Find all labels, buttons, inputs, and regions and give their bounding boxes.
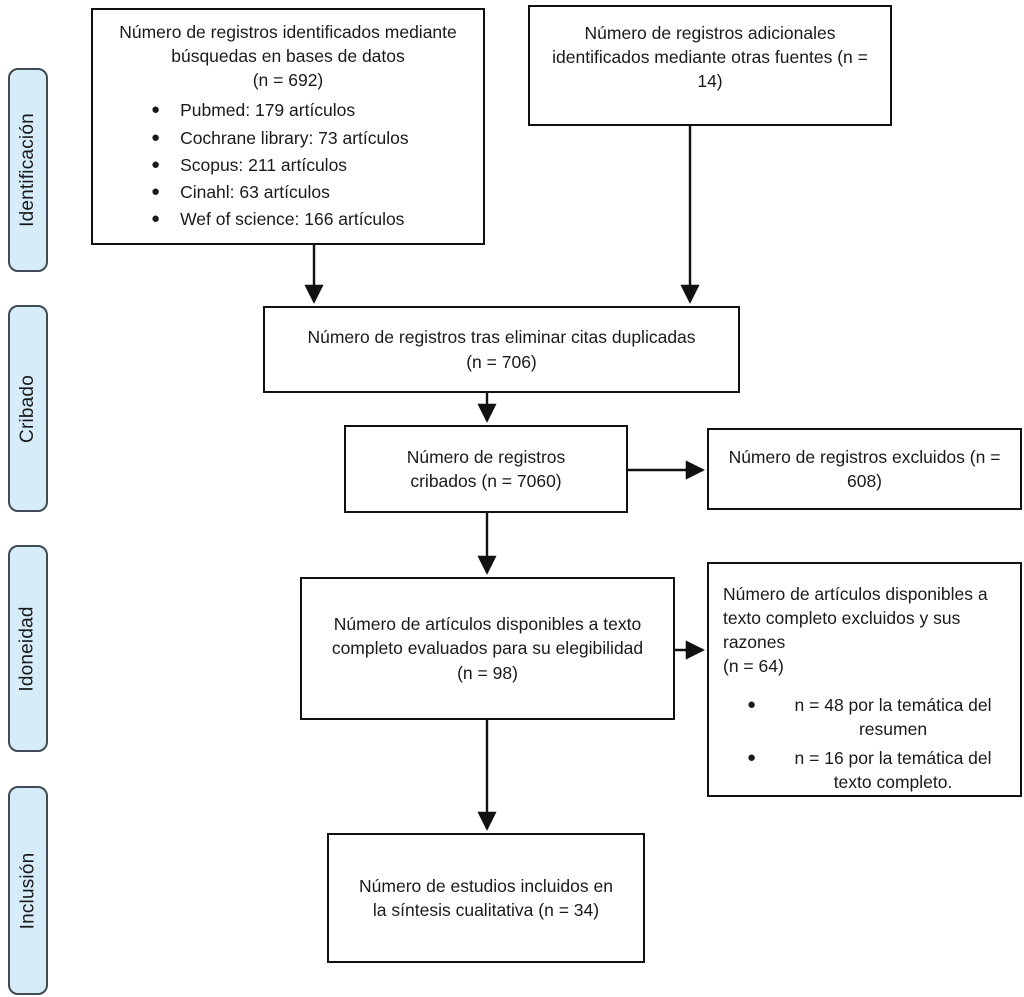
box-text: Número de registros excluidos (n = 608) — [728, 446, 1001, 491]
box-title: Número de registros identificados median… — [119, 22, 457, 67]
bullet-text: Cinahl: 63 artículos — [180, 181, 330, 202]
bullet-text: Wef of science: 166 artículos — [180, 208, 405, 229]
bullet-icon: ● — [151, 155, 161, 173]
stage-cribado: Cribado — [8, 305, 48, 512]
box-records-identified-databases: Número de registros identificados median… — [91, 8, 485, 245]
box-text: Número de estudios incluidos en la sínte… — [359, 875, 613, 920]
stage-label: Idoneidad — [17, 605, 38, 692]
stage-idoneidad: Idoneidad — [8, 545, 48, 752]
bullet-icon: ● — [747, 748, 757, 766]
box-text: Número de artículos disponibles a texto … — [331, 614, 644, 683]
box-studies-included: Número de estudios incluidos en la sínte… — [327, 833, 645, 963]
box-count: (n = 64) — [723, 656, 784, 677]
list-item: ● Wef of science: 166 artículos — [151, 207, 471, 231]
box-count: (n = 692) — [252, 70, 324, 91]
box-title: Número de artículos disponibles a texto … — [723, 584, 988, 653]
list-item: ● n = 16 por la temática del texto compl… — [747, 746, 1008, 794]
list-item: ● n = 48 por la temática del resumen — [747, 693, 1008, 741]
bullet-icon: ● — [151, 209, 161, 227]
list-item: ● Cinahl: 63 artículos — [151, 180, 471, 204]
box-text: Número de registros cribados (n = 7060) — [406, 446, 566, 491]
box-fulltext-excluded-reasons: Número de artículos disponibles a texto … — [707, 562, 1022, 797]
exclusion-reason-list: ● n = 48 por la temática del resumen ● n… — [723, 693, 1008, 795]
bullet-text: n = 16 por la temática del texto complet… — [794, 747, 992, 792]
database-bullet-list: ● Pubmed: 179 artículos ● Cochrane libra… — [105, 98, 471, 231]
list-item: ● Cochrane library: 73 artículos — [151, 126, 471, 150]
bullet-text: Cochrane library: 73 artículos — [180, 127, 409, 148]
box-records-additional-sources: Número de registros adicionales identifi… — [528, 5, 892, 126]
box-records-excluded: Número de registros excluidos (n = 608) — [707, 428, 1022, 510]
list-item: ● Pubmed: 179 artículos — [151, 98, 471, 122]
stage-inclusion: Inclusión — [8, 786, 48, 995]
stage-label: Inclusión — [17, 852, 39, 929]
list-item: ● Scopus: 211 artículos — [151, 153, 471, 177]
bullet-text: Scopus: 211 artículos — [180, 154, 348, 175]
box-records-after-duplicates-removed: Número de registros tras eliminar citas … — [263, 306, 740, 393]
bullet-text: Pubmed: 179 artículos — [180, 100, 356, 121]
bullet-icon: ● — [747, 695, 757, 713]
box-text: Número de registros tras eliminar citas … — [307, 327, 696, 372]
bullet-text: n = 48 por la temática del resumen — [794, 694, 992, 739]
box-text: Número de registros adicionales identifi… — [552, 23, 868, 92]
box-records-screened: Número de registros cribados (n = 7060) — [344, 425, 628, 513]
stage-identificacion: Identificación — [8, 68, 48, 272]
bullet-icon: ● — [151, 182, 161, 200]
box-fulltext-assessed: Número de artículos disponibles a texto … — [300, 577, 675, 720]
bullet-icon: ● — [151, 101, 161, 119]
stage-label: Identificación — [17, 113, 39, 227]
stage-label: Cribado — [17, 374, 38, 443]
bullet-icon: ● — [151, 128, 161, 146]
